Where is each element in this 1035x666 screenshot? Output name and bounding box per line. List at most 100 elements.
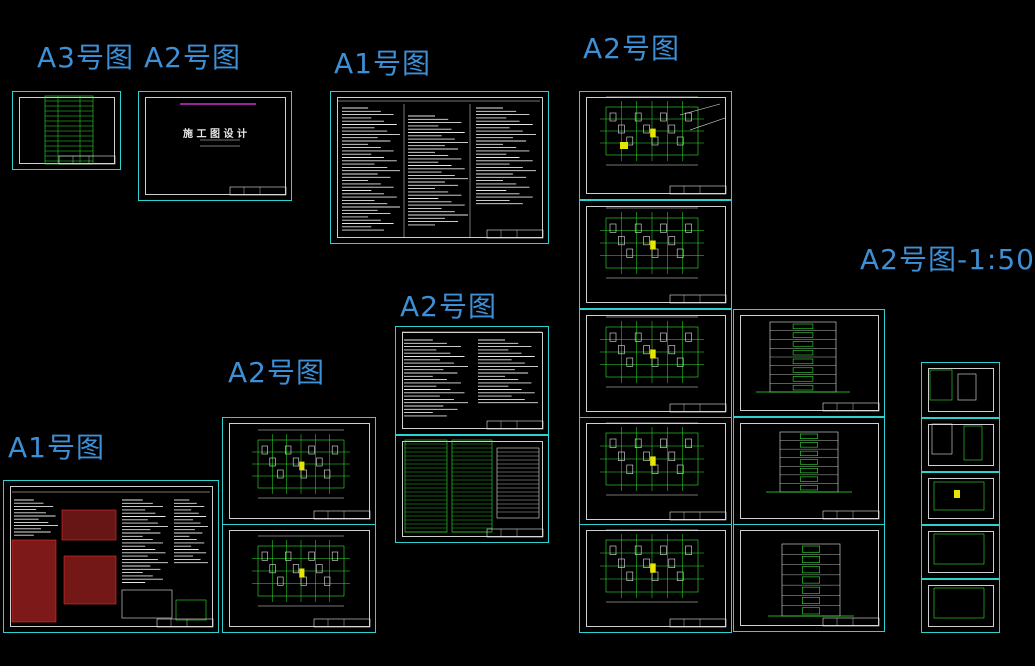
- title-block: [486, 229, 544, 239]
- plan-room: [261, 551, 268, 561]
- plan-room: [261, 445, 268, 455]
- elevation-window: [799, 485, 818, 491]
- plan-room: [285, 445, 292, 455]
- sheet-plan-left-1[interactable]: [222, 417, 376, 525]
- sheet-plan-5[interactable]: [579, 524, 732, 633]
- plan-room: [300, 576, 307, 586]
- sheet-border: [586, 315, 726, 412]
- plan-room: [685, 223, 692, 233]
- plan-room: [626, 136, 634, 146]
- schedule-table: [404, 439, 448, 533]
- title-block: [313, 618, 371, 628]
- sheet-border: [586, 97, 726, 194]
- sheet-border: [928, 585, 994, 627]
- plan-room: [643, 345, 650, 355]
- detail-highlight: [954, 490, 960, 498]
- plan-room: [277, 576, 284, 586]
- plan-room: [668, 558, 676, 568]
- plan-room: [643, 558, 650, 568]
- elevation-window: [799, 450, 818, 457]
- title-block: [669, 618, 727, 628]
- plan-room: [643, 236, 650, 246]
- elevation-window: [792, 376, 814, 382]
- sheet-detail-2[interactable]: [921, 418, 1000, 472]
- detail-box: [963, 425, 983, 461]
- plan-room: [634, 332, 642, 342]
- plan-stair: [650, 456, 656, 466]
- label-a1-top: A1号图: [334, 47, 431, 80]
- elevation-window: [801, 555, 820, 563]
- sheet-elevation-1[interactable]: [733, 309, 885, 417]
- plan-room: [668, 236, 676, 246]
- elevation-window: [799, 467, 818, 474]
- sheet-detail-1[interactable]: [921, 362, 1000, 418]
- plan-stair: [299, 461, 305, 471]
- structure-detail: [175, 599, 207, 621]
- cad-line: [679, 103, 721, 116]
- sheet-plan-1[interactable]: [579, 91, 732, 200]
- plan-room: [324, 576, 331, 586]
- plan-room: [685, 438, 692, 448]
- plan-room: [618, 236, 625, 246]
- elevation-window: [799, 459, 818, 465]
- plan-stair: [650, 563, 656, 573]
- sheet-a3-index[interactable]: [12, 91, 121, 170]
- plan-room: [651, 571, 659, 581]
- plan-room: [668, 124, 676, 134]
- sheet-schedule[interactable]: [395, 435, 549, 543]
- sheet-border: [402, 441, 543, 537]
- plan-room: [292, 564, 300, 574]
- plan-room: [676, 136, 684, 146]
- title-block: [669, 403, 727, 413]
- plan-room: [676, 357, 684, 367]
- elevation-outline: [781, 543, 841, 617]
- title-block: [822, 510, 880, 520]
- elevation-window: [801, 576, 820, 584]
- sheet-elevation-2[interactable]: [733, 417, 885, 525]
- plan-room: [626, 464, 634, 474]
- plan-room: [685, 112, 692, 122]
- sheet-border: [928, 424, 994, 466]
- plan-stair: [650, 240, 656, 250]
- elevation-window: [792, 358, 814, 365]
- sheet-border: [586, 530, 726, 627]
- title-block: [58, 155, 116, 165]
- title-block: [313, 510, 371, 520]
- plan-room: [643, 451, 650, 461]
- title-block: [669, 294, 727, 304]
- plan-room: [651, 357, 659, 367]
- elevation-window: [792, 341, 814, 347]
- plan-room: [300, 469, 307, 479]
- plan-stair: [650, 349, 656, 359]
- sheet-notes-2[interactable]: [395, 326, 549, 435]
- plan-stair: [650, 128, 656, 138]
- detail-box: [933, 533, 985, 565]
- elevation-window: [799, 442, 818, 448]
- plan-room: [609, 438, 617, 448]
- elevation-window: [801, 607, 820, 615]
- elevation-window: [801, 545, 820, 553]
- sheet-border: [928, 478, 994, 519]
- plan-room: [609, 112, 617, 122]
- title-block: [156, 618, 214, 628]
- elevation-window: [792, 332, 814, 338]
- sheet-border: [10, 486, 213, 627]
- plan-room: [626, 357, 634, 367]
- structure-detail: [121, 589, 173, 619]
- plan-room: [676, 464, 684, 474]
- sheet-plan-4[interactable]: [579, 417, 732, 526]
- plan-room: [316, 564, 323, 574]
- title-block: [822, 402, 880, 412]
- plan-room: [269, 457, 276, 467]
- plan-room: [618, 558, 625, 568]
- plan-room: [643, 124, 650, 134]
- plan-room: [308, 551, 315, 561]
- sheet-border: [740, 530, 879, 626]
- plan-room: [331, 445, 339, 455]
- plan-room: [292, 457, 300, 467]
- plan-room: [626, 571, 634, 581]
- cover-title: 施 工 图 设 计: [183, 129, 247, 140]
- sheet-plan-left-2[interactable]: [222, 524, 376, 633]
- plan-room: [660, 112, 667, 122]
- plan-room: [618, 124, 625, 134]
